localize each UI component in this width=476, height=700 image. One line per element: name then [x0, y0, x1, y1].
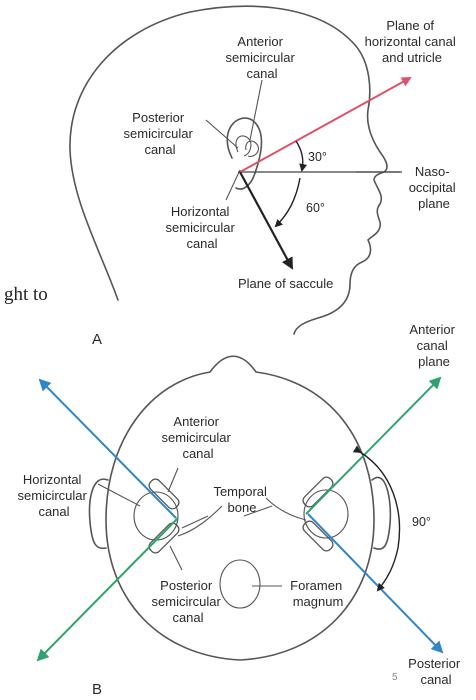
label-anterior-canal-plane: Anterior canal plane: [409, 322, 458, 369]
label-anterior-canal-plane-line1: Anterior: [409, 322, 455, 337]
label-posterior-canal-b-line3: canal: [172, 610, 203, 625]
green-axis-lower-left-arrow: [38, 518, 178, 660]
saccule-plane-arrow: [240, 172, 292, 268]
label-naso-occipital-line1: Naso-: [415, 164, 450, 179]
label-anterior-canal-a-line1: Anterior: [237, 34, 283, 49]
label-temporal-bone: Temporal bone: [213, 484, 270, 515]
label-horizontal-canal-a-line1: Horizontal: [171, 204, 230, 219]
label-anterior-canal-plane-line3: plane: [418, 354, 450, 369]
label-horizontal-canal-a-line3: canal: [186, 236, 217, 251]
label-horizontal-canal-a-line2: semicircular: [166, 220, 236, 235]
label-foramen-magnum: Foramen magnum: [290, 578, 346, 609]
label-horizontal-canal-b: Horizontal semicircular canal: [18, 472, 91, 519]
label-anterior-canal-b-line2: semicircular: [162, 430, 232, 445]
label-anterior-canal-a-line3: canal: [246, 66, 277, 81]
label-posterior-canal-plane-line1: Posterior: [408, 656, 461, 671]
label-naso-occipital: Naso- occipital plane: [409, 164, 460, 211]
label-posterior-canal-b-line2: semicircular: [152, 594, 222, 609]
label-plane-horizontal-canal-line2: horizontal canal: [365, 34, 456, 49]
label-plane-horizontal-canal-line3: and utricle: [382, 50, 442, 65]
label-naso-occipital-line3: plane: [418, 196, 450, 211]
label-horizontal-canal-a: Horizontal semicircular canal: [166, 204, 239, 251]
right-ear-outline: [372, 477, 390, 549]
leader-posterior-b: [170, 546, 182, 570]
label-anterior-canal-b-line1: Anterior: [173, 414, 219, 429]
label-temporal-bone-line1: Temporal: [213, 484, 267, 499]
label-posterior-canal-plane-line2: canal: [420, 672, 451, 687]
left-ear-outline: [90, 479, 108, 548]
panel-a: Plane of horizontal canal and utricle An…: [70, 6, 459, 348]
label-posterior-canal-a-line3: canal: [144, 142, 175, 157]
label-angle-90: 90°: [412, 515, 431, 529]
label-horizontal-canal-b-line2: semicircular: [18, 488, 88, 503]
label-temporal-bone-line2: bone: [228, 500, 257, 515]
panel-b: Anterior canal plane Anterior semicircul…: [18, 322, 464, 698]
label-anterior-canal-plane-line2: canal: [417, 338, 448, 353]
label-angle-60: 60°: [306, 201, 325, 215]
label-posterior-canal-a: Posterior semicircular canal: [124, 110, 197, 157]
label-anterior-canal-a: Anterior semicircular canal: [226, 34, 299, 81]
label-naso-occipital-line2: occipital: [409, 180, 456, 195]
angle-30-arc: [296, 141, 303, 170]
label-foramen-magnum-line2: magnum: [293, 594, 344, 609]
page-number: 5: [392, 672, 398, 683]
left-temporal-ridge: [178, 506, 222, 536]
angle-60-arc: [276, 178, 300, 226]
label-anterior-canal-a-line2: semicircular: [226, 50, 296, 65]
label-posterior-canal-b-line1: Posterior: [160, 578, 213, 593]
label-plane-horizontal-canal-line1: Plane of: [386, 18, 434, 33]
label-anterior-canal-b-line3: canal: [182, 446, 213, 461]
label-anterior-canal-b: Anterior semicircular canal: [162, 414, 235, 461]
label-posterior-canal-a-line2: semicircular: [124, 126, 194, 141]
panel-b-letter: B: [92, 681, 102, 698]
label-posterior-canal-a-line1: Posterior: [132, 110, 185, 125]
label-posterior-canal-plane: Posterior canal: [408, 656, 464, 687]
leader-horizontal-b: [98, 484, 140, 506]
canal-loop-1: [236, 136, 251, 156]
label-posterior-canal-b: Posterior semicircular canal: [152, 578, 225, 625]
leader-horizontal-a: [226, 170, 240, 200]
panel-a-letter: A: [92, 331, 102, 348]
right-horizontal-canal-loop: [304, 490, 348, 538]
right-temporal-ridge: [266, 498, 306, 520]
label-plane-saccule: Plane of saccule: [238, 276, 333, 291]
label-horizontal-canal-b-line1: Horizontal: [23, 472, 82, 487]
leader-anterior-b: [168, 468, 178, 492]
text-fragment: ght to: [4, 284, 48, 305]
label-foramen-magnum-line1: Foramen: [290, 578, 342, 593]
label-angle-30: 30°: [308, 150, 327, 164]
foramen-magnum-outline: [220, 560, 260, 608]
left-horizontal-canal-loop: [134, 492, 178, 540]
label-horizontal-canal-b-line3: canal: [38, 504, 69, 519]
label-plane-horizontal-canal: Plane of horizontal canal and utricle: [365, 18, 460, 65]
